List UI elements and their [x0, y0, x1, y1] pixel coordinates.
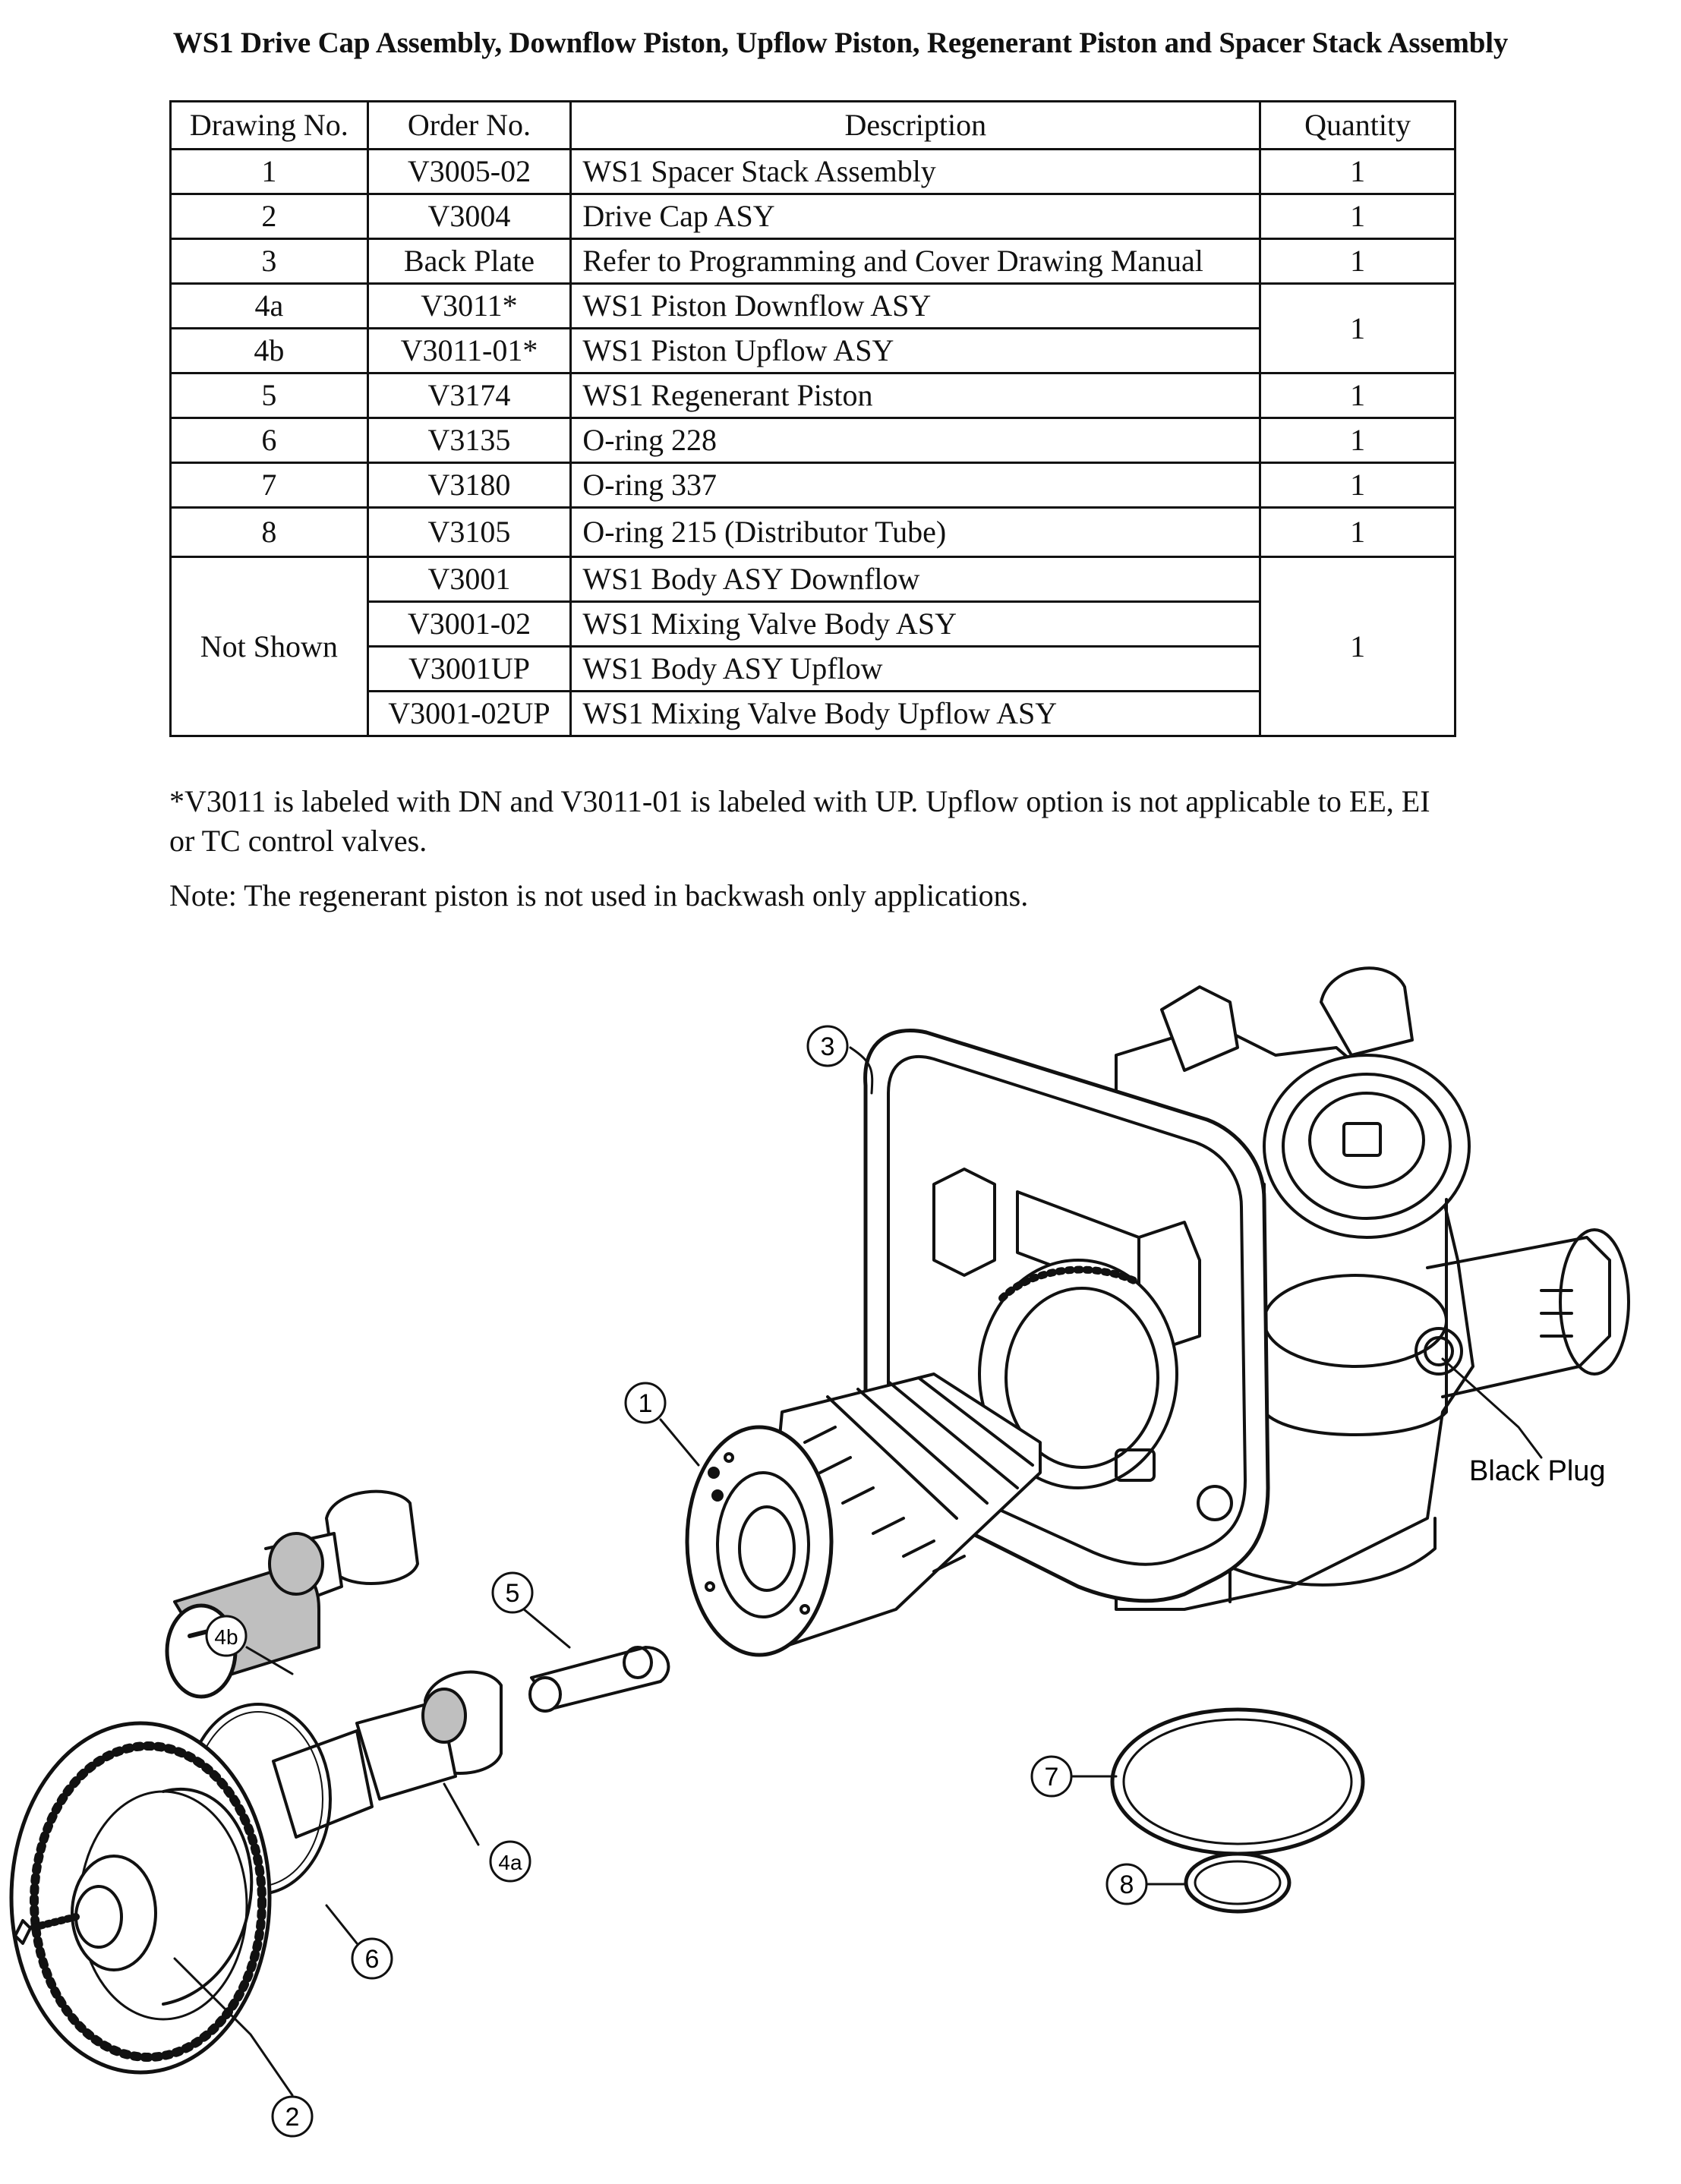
order-cell: V3011-01* — [366, 327, 572, 374]
table-row: V3001UP WS1 Body ASY Upflow — [171, 645, 1456, 692]
order-cell: V3180 — [366, 462, 572, 509]
drawing-cell: 3 — [169, 238, 369, 285]
footnote: *V3011 is labeled with DN and V3011-01 i… — [169, 784, 1430, 858]
order-cell: V3105 — [366, 506, 572, 558]
table-row: 6 V3135 O-ring 228 1 — [169, 417, 1456, 464]
o-ring-215-illustration — [1184, 1852, 1292, 1914]
table-row: Not Shown V3001 WS1 Body ASY Downflow 1 — [169, 556, 1456, 737]
regenerant-piston-illustration — [528, 1646, 670, 1713]
table-row: 4a V3011* WS1 Piston Downflow ASY 1 — [169, 282, 1456, 374]
order-cell: V3011* — [366, 282, 572, 329]
note: Note: The regenerant piston is not used … — [169, 878, 1029, 912]
quantity-cell: 1 — [1259, 462, 1456, 509]
description-cell: Refer to Programming and Cover Drawing M… — [569, 238, 1262, 285]
description-cell: O-ring 228 — [569, 417, 1262, 464]
callout-7: 7 — [1030, 1755, 1073, 1798]
callout-1: 1 — [624, 1382, 667, 1424]
table-header-row: Drawing No. Order No. Description Quanti… — [169, 100, 1456, 150]
description-cell: WS1 Body ASY Upflow — [569, 645, 1262, 692]
svg-text:3: 3 — [821, 1032, 835, 1061]
svg-text:1: 1 — [639, 1389, 653, 1418]
description-cell: WS1 Spacer Stack Assembly — [569, 148, 1262, 195]
svg-text:6: 6 — [365, 1945, 380, 1974]
drawing-cell: 1 — [169, 148, 369, 195]
quantity-cell: 1 — [1259, 372, 1456, 419]
drawing-cell: 7 — [169, 462, 369, 509]
table-row: 8 V3105 O-ring 215 (Distributor Tube) 1 — [169, 506, 1456, 558]
callout-6: 6 — [351, 1937, 393, 1980]
callout-8: 8 — [1105, 1863, 1148, 1905]
page-title: WS1 Drive Cap Assembly, Downflow Piston,… — [172, 27, 1509, 59]
quantity-cell: 1 — [1259, 282, 1456, 374]
exploded-view-diagram: 3 1 4b 5 4a 6 2 7 8 Black Plug — [9, 966, 1630, 2138]
svg-text:7: 7 — [1045, 1763, 1059, 1792]
svg-text:5: 5 — [506, 1579, 520, 1608]
upflow-piston-illustration — [165, 1489, 419, 1699]
description-cell: WS1 Body ASY Downflow — [569, 556, 1262, 603]
drawing-cell: 4a — [169, 282, 369, 329]
o-ring-337-illustration — [1110, 1707, 1365, 1856]
black-plug-label: Black Plug — [1469, 1455, 1606, 1487]
description-cell: WS1 Mixing Valve Body Upflow ASY — [569, 690, 1262, 737]
header-quantity: Quantity — [1259, 100, 1456, 150]
quantity-cell: 1 — [1259, 506, 1456, 558]
callout-5: 5 — [491, 1571, 534, 1614]
order-cell: V3001-02 — [366, 600, 572, 648]
description-cell: Drive Cap ASY — [569, 193, 1262, 240]
description-cell: O-ring 337 — [569, 462, 1262, 509]
quantity-cell: 1 — [1259, 417, 1456, 464]
table-row: 3 Back Plate Refer to Programming and Co… — [169, 238, 1456, 285]
drawing-cell: Not Shown — [169, 556, 369, 737]
description-cell: WS1 Piston Downflow ASY — [569, 282, 1262, 329]
drawing-cell: 4b — [169, 327, 369, 374]
callout-3: 3 — [806, 1025, 849, 1067]
callout-4b: 4b — [205, 1615, 248, 1657]
svg-text:8: 8 — [1120, 1870, 1134, 1899]
callout-2: 2 — [271, 2095, 314, 2138]
order-cell: V3005-02 — [366, 148, 572, 195]
quantity-cell: 1 — [1259, 556, 1456, 737]
table-row: 1 V3005-02 WS1 Spacer Stack Assembly 1 — [169, 148, 1456, 195]
spacer-stack-illustration — [685, 1372, 1042, 1657]
callout-4a: 4a — [489, 1840, 531, 1883]
table-row: 2 V3004 Drive Cap ASY 1 — [169, 193, 1456, 240]
order-cell: V3174 — [366, 372, 572, 419]
header-description: Description — [569, 100, 1262, 150]
drawing-cell: 5 — [169, 372, 369, 419]
order-cell: V3001 — [366, 556, 572, 603]
drive-cap-illustration — [9, 1721, 272, 2075]
table-row: 7 V3180 O-ring 337 1 — [169, 462, 1456, 509]
svg-text:2: 2 — [285, 2103, 300, 2132]
description-cell: WS1 Regenerant Piston — [569, 372, 1262, 419]
order-cell: V3001-02UP — [366, 690, 572, 737]
table-row: V3001-02 WS1 Mixing Valve Body ASY — [171, 600, 1456, 648]
quantity-cell: 1 — [1259, 193, 1456, 240]
header-drawing-no: Drawing No. — [169, 100, 369, 150]
quantity-cell: 1 — [1259, 238, 1456, 285]
order-cell: V3135 — [366, 417, 572, 464]
description-cell: WS1 Piston Upflow ASY — [569, 327, 1262, 374]
order-cell: Back Plate — [366, 238, 572, 285]
description-cell: O-ring 215 (Distributor Tube) — [569, 506, 1262, 558]
table-row: V3001-02UP WS1 Mixing Valve Body Upflow … — [171, 690, 1456, 737]
order-cell: V3004 — [366, 193, 572, 240]
description-cell: WS1 Mixing Valve Body ASY — [569, 600, 1262, 648]
order-cell: V3001UP — [366, 645, 572, 692]
svg-text:4b: 4b — [214, 1625, 238, 1649]
drawing-cell: 2 — [169, 193, 369, 240]
downflow-piston-illustration — [272, 1670, 503, 1839]
header-order-no: Order No. — [366, 100, 572, 150]
quantity-cell: 1 — [1259, 148, 1456, 195]
table-row: 5 V3174 WS1 Regenerant Piston 1 — [169, 372, 1456, 419]
table-row: 4b V3011-01* WS1 Piston Upflow ASY — [169, 327, 1456, 374]
drawing-cell: 8 — [169, 506, 369, 558]
svg-text:4a: 4a — [498, 1851, 522, 1874]
drawing-cell: 6 — [169, 417, 369, 464]
parts-table: Drawing No. Order No. Description Quanti… — [169, 100, 1456, 737]
